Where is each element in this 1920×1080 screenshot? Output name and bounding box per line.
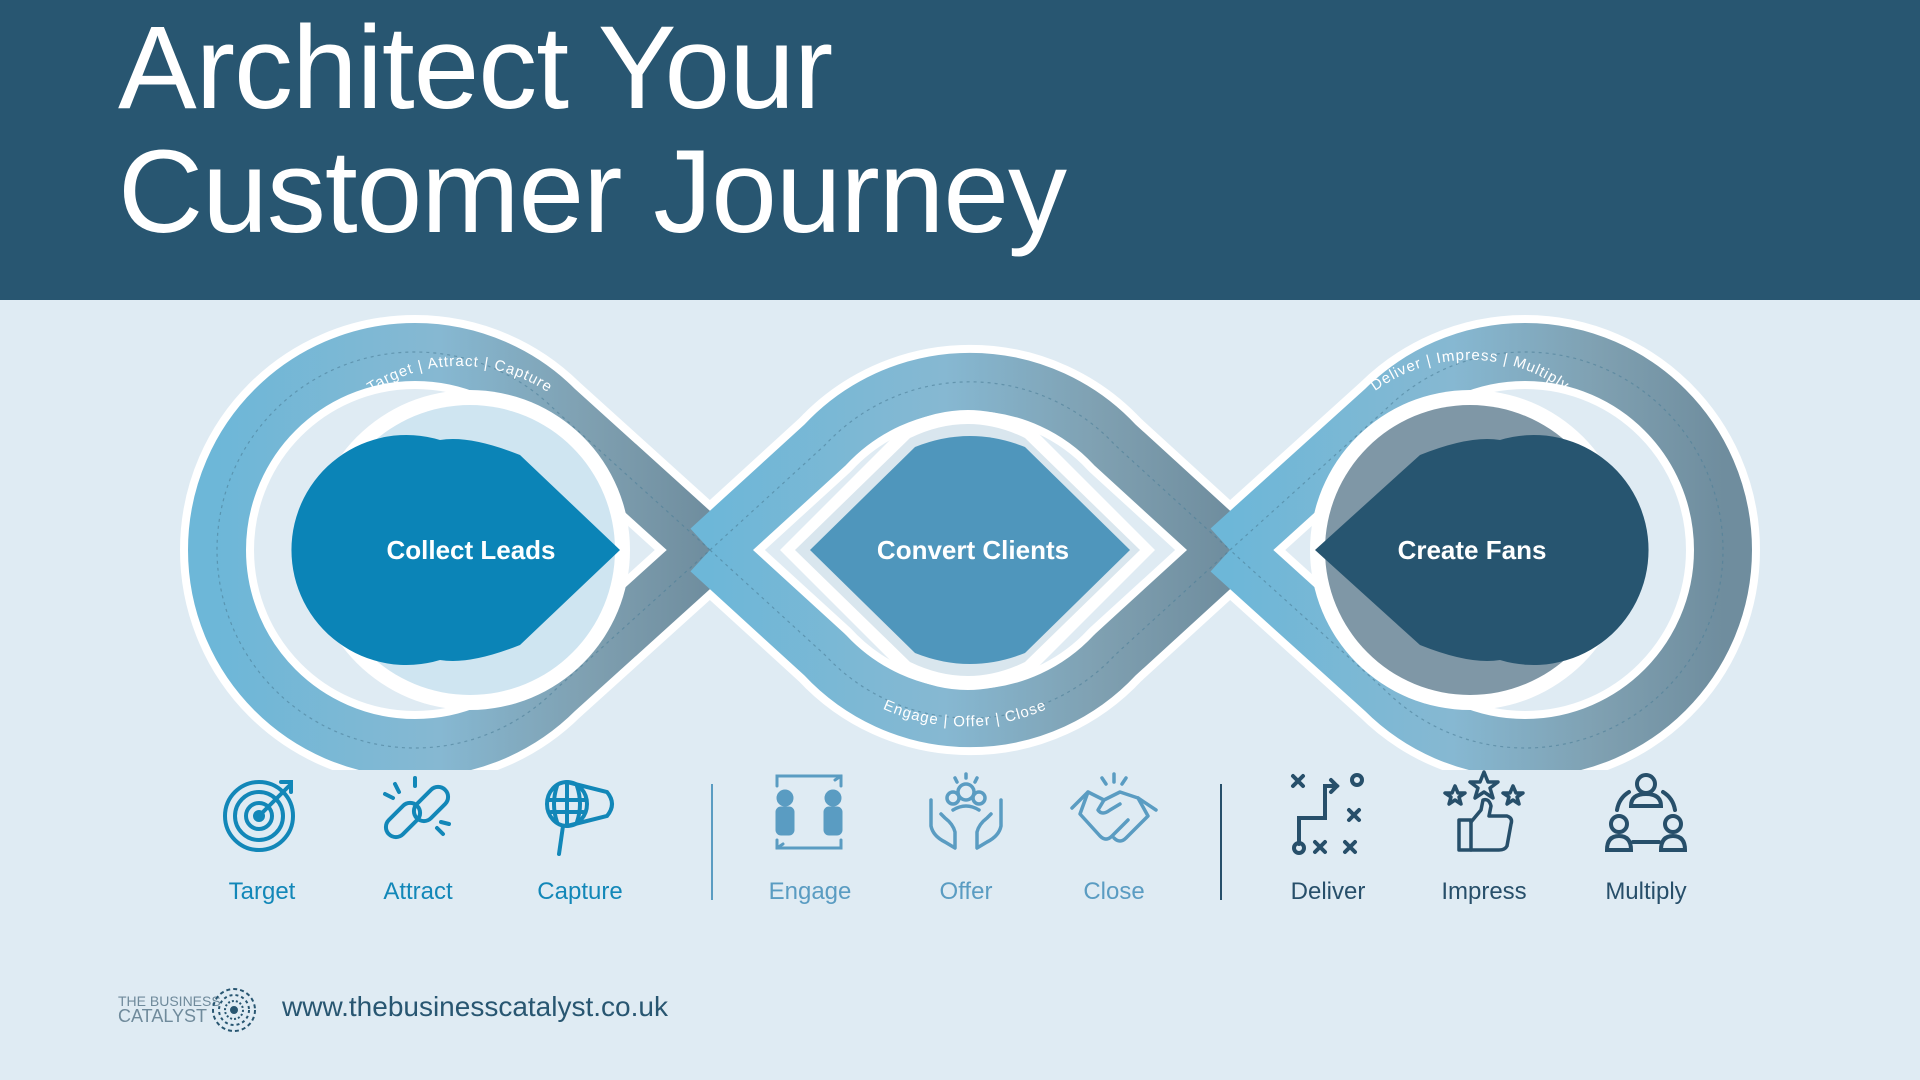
stage-collect-leads-shape [291, 435, 620, 665]
group-divider-1 [711, 784, 713, 900]
loop-lane-marking [216, 351, 1724, 749]
step-label-impress: Impress [1441, 878, 1527, 905]
step-offer: Offer [886, 770, 1046, 906]
logo-text-line-2: CATALYST [118, 1006, 207, 1026]
step-impress: Impress [1404, 770, 1564, 906]
step-target: Target [182, 770, 342, 906]
step-label-attract: Attract [383, 878, 453, 905]
page-title: Architect Your Customer Journey [118, 2, 1067, 258]
business-catalyst-logo: THE BUSINESS CATALYST [118, 988, 256, 1032]
people-exchange-icon [775, 774, 843, 850]
stage-create-fans-shape [1315, 435, 1649, 665]
group-divider-2 [1220, 784, 1222, 900]
network-people-icon [1604, 773, 1688, 852]
step-engage: Engage [730, 770, 890, 906]
stage-convert-clients-shape [810, 436, 1130, 664]
step-close: Close [1034, 770, 1194, 906]
logo-text-line-1: THE BUSINESS [118, 993, 221, 1009]
step-label-capture: Capture [537, 878, 623, 905]
chain-link-icon [383, 776, 451, 840]
handshake-icon [1070, 772, 1158, 843]
step-label-multiply: Multiply [1605, 878, 1687, 905]
step-deliver: Deliver [1248, 770, 1408, 906]
title-line-2: Customer Journey [118, 126, 1067, 258]
journey-steps-row: Target Attract Capture Engage [0, 770, 1920, 930]
customer-journey-diagram: Collect Leads Convert Clients Create Fan… [180, 315, 1760, 770]
logo-spiral-icon [212, 988, 256, 1032]
stage-collect-leads-label: Collect Leads [386, 535, 555, 565]
stage-create-fans-label: Create Fans [1398, 535, 1547, 565]
step-label-engage: Engage [768, 878, 852, 905]
stage-convert-clients-label: Convert Clients [877, 535, 1069, 565]
net-icon [545, 780, 614, 856]
step-label-deliver: Deliver [1290, 878, 1366, 905]
step-label-offer: Offer [939, 878, 993, 905]
title-line-1: Architect Your [118, 2, 833, 134]
header-banner: Architect Your Customer Journey [0, 0, 1920, 300]
website-url[interactable]: www.thebusinesscatalyst.co.uk [282, 991, 668, 1022]
step-capture: Capture [500, 770, 660, 906]
step-attract: Attract [338, 770, 498, 906]
target-icon [223, 780, 295, 852]
thumbs-up-stars-icon [1443, 770, 1525, 852]
hands-offering-icon [929, 772, 1003, 850]
step-label-close: Close [1083, 878, 1145, 905]
step-label-target: Target [228, 878, 296, 905]
strategy-path-icon [1291, 773, 1364, 855]
step-multiply: Multiply [1566, 770, 1726, 906]
